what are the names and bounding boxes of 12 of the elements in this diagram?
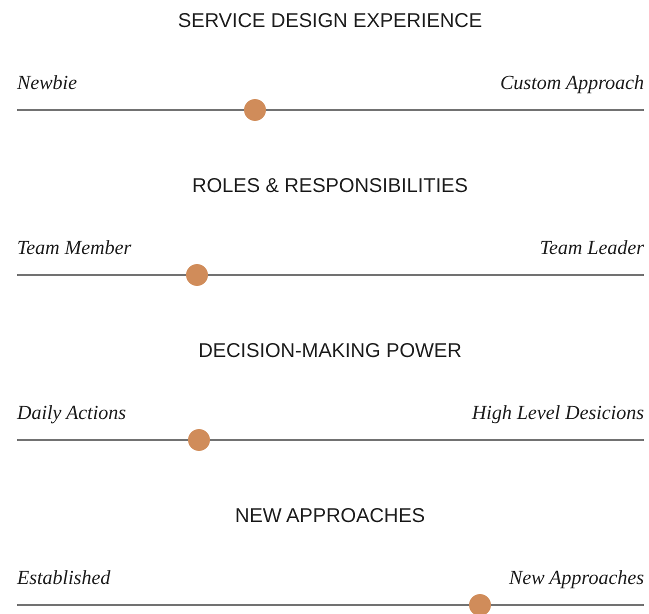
scale-title: NEW APPROACHES xyxy=(234,505,426,528)
scale-title: ROLES & RESPONSIBILITIES xyxy=(192,175,468,198)
scale-end-label: Team Leader xyxy=(540,237,644,260)
scale-end-label: Team Member xyxy=(17,237,132,260)
scale-end-label: Established xyxy=(17,567,110,590)
scale-end-label: Newbie xyxy=(17,72,77,95)
scale-end-label: Daily Actions xyxy=(17,402,126,425)
scale-title: SERVICE DESIGN EXPERIENCE xyxy=(178,10,482,33)
scale-title: DECISION-MAKING POWER xyxy=(198,340,462,363)
scale-end-label: High Level Desicions xyxy=(472,402,644,425)
scale-end-label: New Approaches xyxy=(509,567,644,590)
scale-end-label: Custom Approach xyxy=(500,72,644,95)
